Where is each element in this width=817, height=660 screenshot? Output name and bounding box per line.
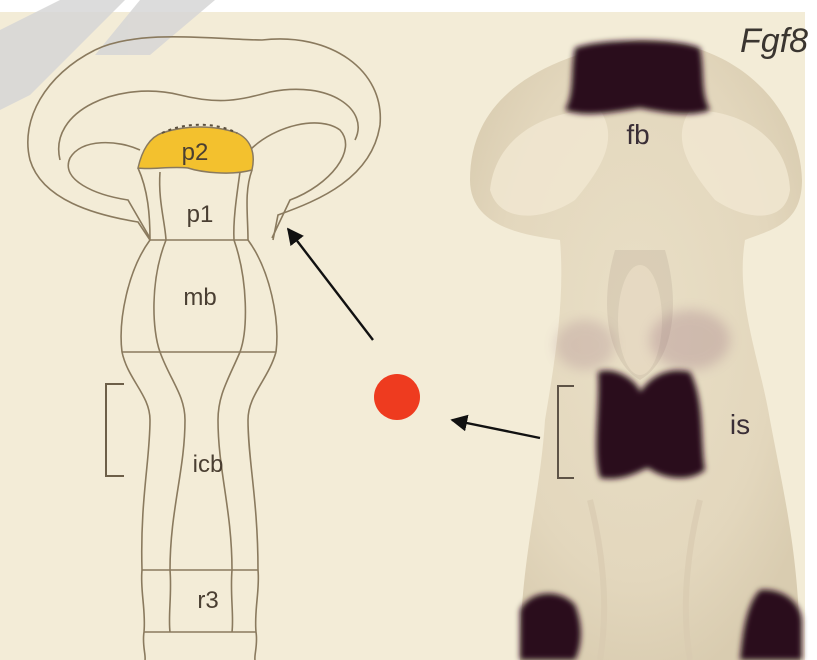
label-p1: p1 bbox=[187, 201, 214, 228]
label-mb: mb bbox=[183, 284, 216, 311]
label-fb: fb bbox=[626, 119, 649, 150]
label-is: is bbox=[730, 409, 750, 440]
label-r3: r3 bbox=[197, 587, 218, 614]
red-marker-dot bbox=[374, 374, 420, 420]
label-icb: icb bbox=[193, 451, 224, 478]
label-p2: p2 bbox=[182, 139, 209, 166]
figure-title: Fgf8 bbox=[740, 22, 808, 60]
